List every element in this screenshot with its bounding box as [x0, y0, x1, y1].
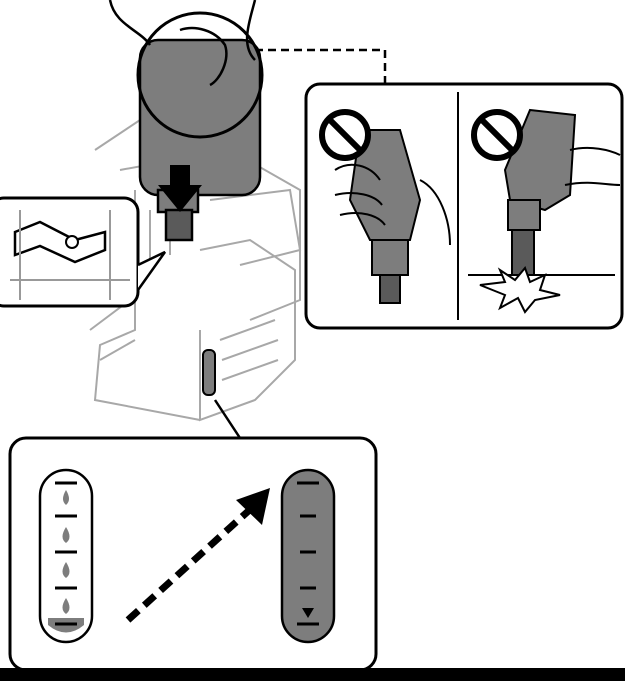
leader-dashed-line [255, 48, 387, 85]
inset-valve-detail [0, 196, 167, 308]
warning-panel [304, 82, 624, 330]
prohibited-icon-2 [471, 109, 523, 161]
down-arrow-icon [158, 165, 202, 212]
squeeze-bottle-wrong [334, 129, 451, 304]
ink-drop-icons [62, 490, 70, 614]
impact-burst-icon [479, 266, 561, 314]
ink-window-before [38, 468, 94, 644]
ink-tank-window [202, 349, 216, 396]
prohibited-icon-1 [319, 109, 371, 161]
ink-bottle-main [138, 38, 262, 242]
arrow-head-icon [236, 488, 270, 525]
ink-window-after [280, 468, 336, 644]
magnifier-circle [136, 11, 264, 139]
bottom-bar [0, 668, 625, 681]
fill-direction-arrow [125, 502, 258, 623]
hand-outline [108, 0, 257, 87]
ink-level-panel [8, 436, 378, 672]
max-level-marker-icon [302, 608, 314, 618]
